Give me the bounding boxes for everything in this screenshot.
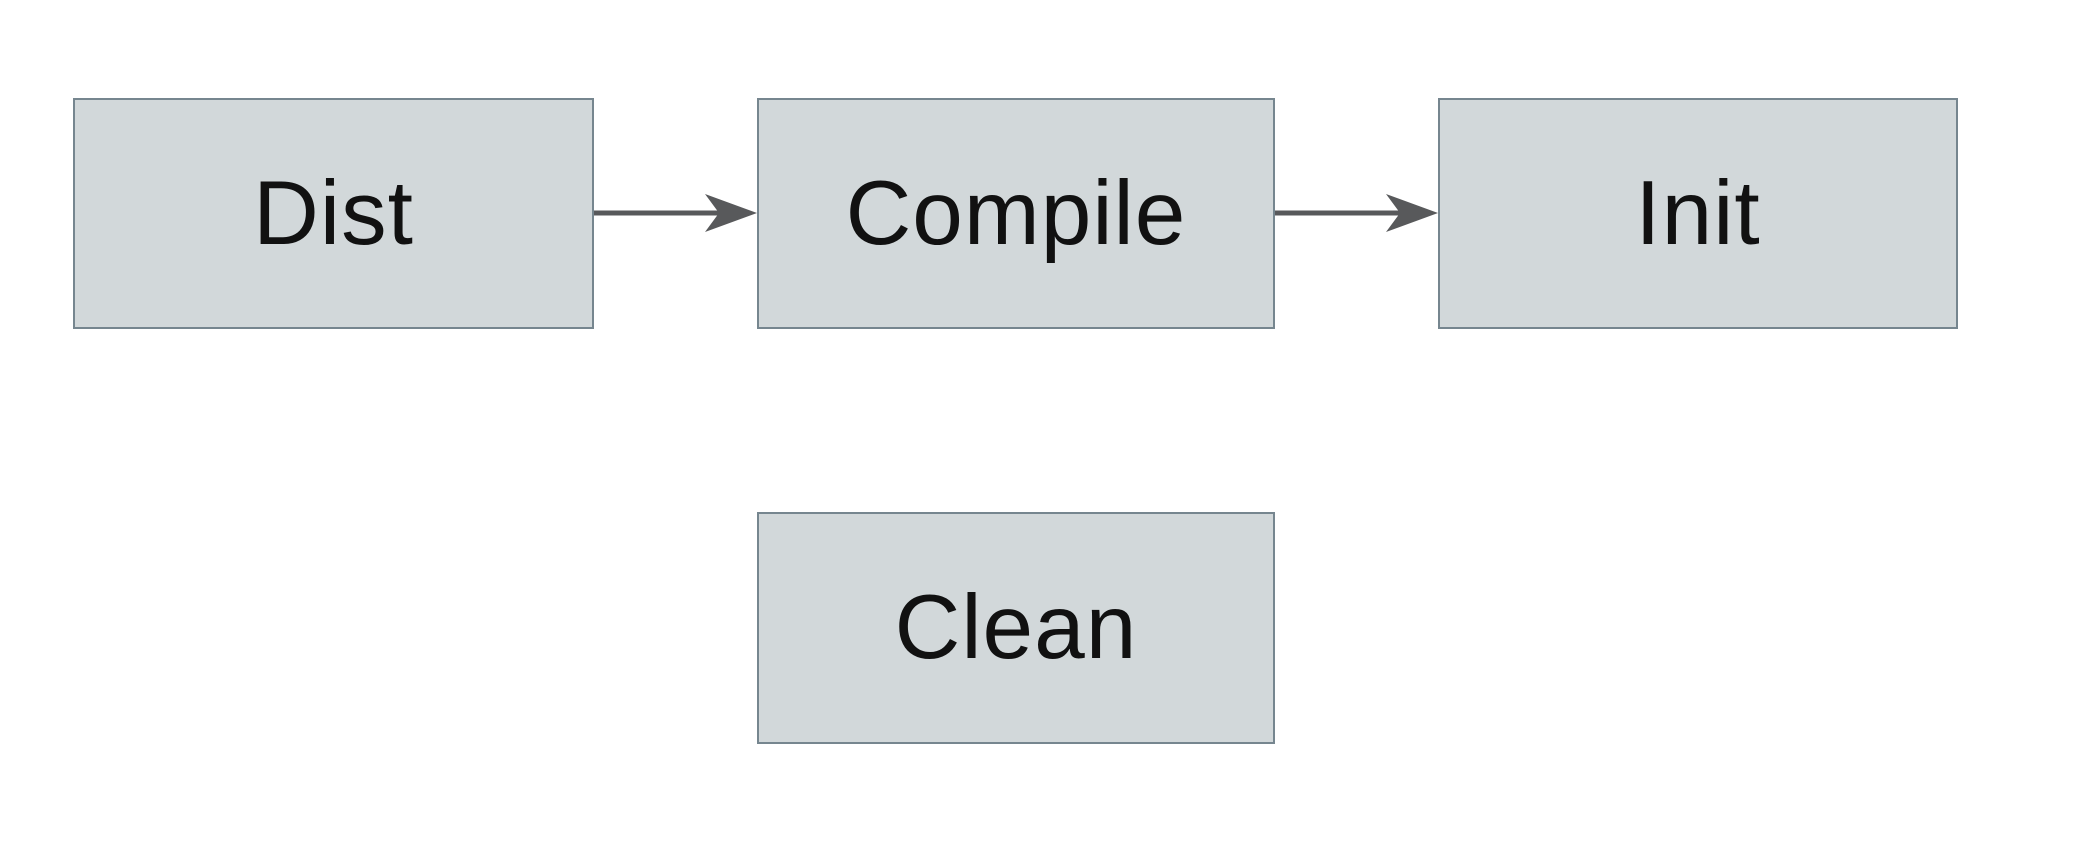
flowchart-node-init: Init (1438, 98, 1958, 329)
flowchart-node-compile: Compile (757, 98, 1275, 329)
flowchart-node-dist: Dist (73, 98, 594, 329)
right-arrow-icon (594, 194, 757, 232)
arrow-dist-to-compile (594, 193, 757, 233)
node-label-dist: Dist (253, 162, 414, 264)
node-label-clean: Clean (894, 577, 1138, 678)
arrow-compile-to-init (1275, 193, 1438, 233)
flowchart-node-clean: Clean (757, 512, 1275, 744)
node-label-compile: Compile (845, 162, 1187, 264)
right-arrow-icon (1275, 194, 1438, 232)
node-label-init: Init (1635, 162, 1761, 264)
